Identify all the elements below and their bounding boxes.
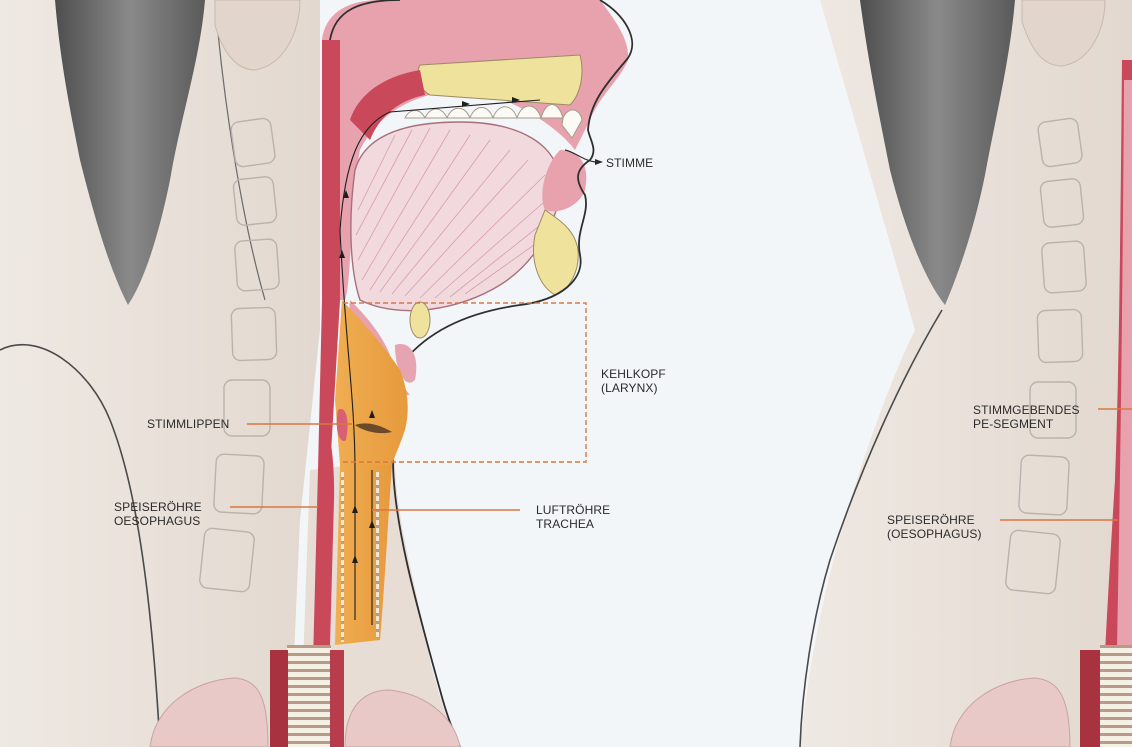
label-speiseroehre-right-line1: SPEISERÖHRE xyxy=(887,513,982,527)
label-kehlkopf-line2: (LARYNX) xyxy=(601,381,666,395)
label-luftroehre-line1: LUFTRÖHRE xyxy=(536,503,610,517)
label-speiseroehre-left-line1: SPEISERÖHRE xyxy=(114,500,202,514)
right-lower-oesophagus xyxy=(1080,650,1100,747)
left-neck-muscle xyxy=(330,650,344,747)
label-speiseroehre-left-line2: OESOPHAGUS xyxy=(114,514,202,528)
left-trachea-rings xyxy=(287,645,331,747)
left-lower-oesophagus xyxy=(270,650,288,747)
label-speiseroehre-left: SPEISERÖHRE OESOPHAGUS xyxy=(114,500,202,528)
label-luftroehre-line2: TRACHEA xyxy=(536,517,610,531)
label-pe-segment-line1: STIMMGEBENDES xyxy=(973,403,1080,417)
stimme-arrowhead xyxy=(595,159,603,165)
label-kehlkopf: KEHLKOPF (LARYNX) xyxy=(601,367,666,395)
label-speiseroehre-right: SPEISERÖHRE (OESOPHAGUS) xyxy=(887,513,982,541)
label-stimme: STIMME xyxy=(606,156,653,170)
right-trachea-rings xyxy=(1100,645,1132,747)
label-speiseroehre-right-line2: (OESOPHAGUS) xyxy=(887,527,982,541)
left-hyoid-bone xyxy=(410,302,430,338)
label-pe-segment-line2: PE-SEGMENT xyxy=(973,417,1080,431)
label-pe-segment: STIMMGEBENDES PE-SEGMENT xyxy=(973,403,1080,431)
label-stimmlippen: STIMMLIPPEN xyxy=(147,417,229,431)
label-kehlkopf-line1: KEHLKOPF xyxy=(601,367,666,381)
label-luftroehre: LUFTRÖHRE TRACHEA xyxy=(536,503,610,531)
